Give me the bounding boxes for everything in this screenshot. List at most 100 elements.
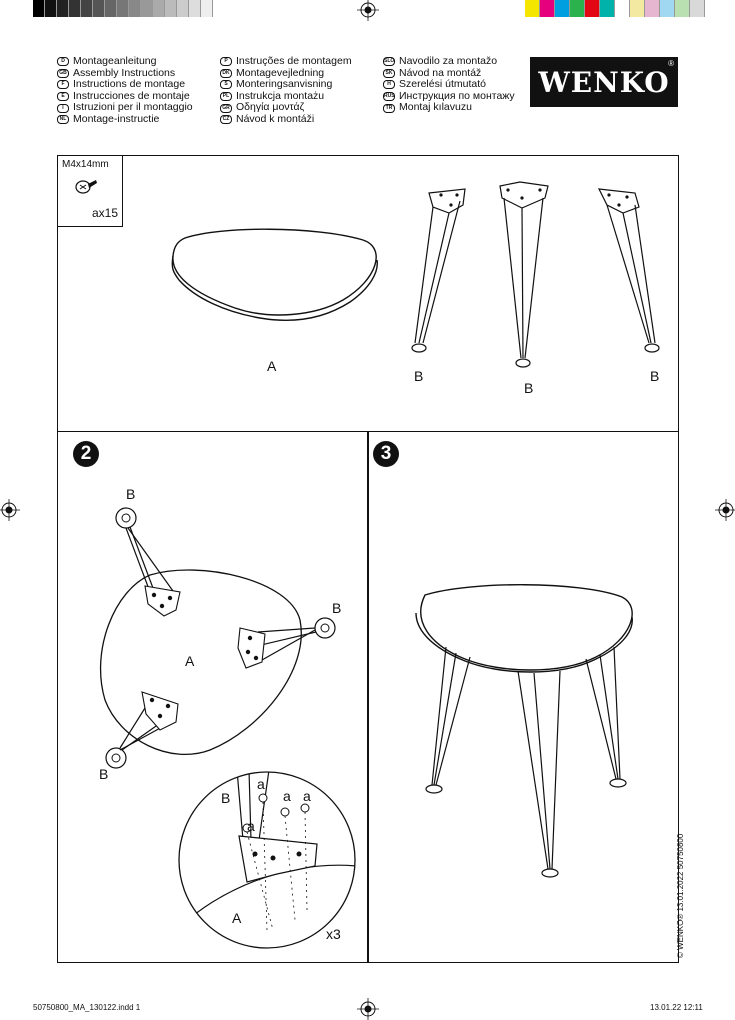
detail-label-A: A: [232, 910, 242, 926]
language-code-badge: E: [57, 92, 69, 102]
step-2-number: 2: [73, 441, 99, 467]
color-swatch: [105, 0, 117, 17]
language-title: Οδηγία μοντάζ: [236, 101, 305, 114]
detail-zoom-circle: [178, 771, 356, 949]
language-row: F Instructions de montage: [57, 79, 193, 91]
color-swatch: [615, 0, 630, 17]
color-swatch: [201, 0, 213, 17]
color-swatch: [555, 0, 570, 17]
language-code-badge: TR: [383, 103, 395, 113]
screw-qty-label: ax15: [92, 206, 119, 220]
logo-text: WENKO: [538, 65, 670, 99]
color-swatch: [645, 0, 660, 17]
detail-multiplier: x3: [326, 926, 341, 942]
color-swatch: [189, 0, 201, 17]
language-title: Navodilo za montažo: [399, 55, 498, 67]
language-row: TR Montaj kılavuzu: [383, 102, 515, 114]
language-row: P Instruções de montagem: [220, 55, 352, 68]
screw-box: [57, 155, 123, 227]
leg-illustration-3: [597, 188, 660, 353]
wenko-logo: WENKO ®: [530, 57, 678, 107]
color-swatch: [525, 0, 540, 17]
language-row: SK Návod na montáž: [383, 66, 515, 80]
grayscale-bar: [33, 0, 213, 17]
color-swatch: [675, 0, 690, 17]
color-swatch: [33, 0, 45, 17]
assembled-table-illustration: [415, 584, 633, 878]
language-code-badge: GR: [220, 103, 232, 113]
color-swatch: [117, 0, 129, 17]
color-swatch: [141, 0, 153, 17]
part-label-A: A: [267, 358, 277, 374]
language-title: Návod k montáži: [236, 112, 315, 125]
leg-illustration-1: [411, 188, 466, 353]
color-swatch: [153, 0, 165, 17]
part-label-B-1: B: [414, 368, 424, 384]
color-swatch: [570, 0, 585, 17]
language-title: Инструкция по монтажу: [399, 89, 515, 102]
language-row: DK Montagevejledning: [220, 66, 352, 80]
color-swatch: [81, 0, 93, 17]
step-2-label-A: A: [185, 653, 195, 669]
tabletop-illustration: [171, 228, 378, 321]
color-swatch: [690, 0, 705, 17]
language-code-badge: H: [383, 80, 395, 90]
copyright-vertical: © WENKO® 13.01.2022 50750800: [676, 833, 685, 958]
color-swatch: [69, 0, 81, 17]
language-row: SLO Navodilo za montažo: [383, 55, 515, 68]
step-2-label-B-right: B: [332, 600, 342, 616]
language-row: CZ Návod k montáži: [220, 112, 352, 126]
language-code-badge: DK: [220, 68, 232, 78]
language-title: Istruzioni per il montaggio: [73, 101, 193, 114]
color-bar: [525, 0, 705, 17]
color-swatch: [57, 0, 69, 17]
language-title: Assembly Instructions: [73, 66, 176, 79]
language-title: Instructions de montage: [73, 78, 186, 91]
language-code-badge: CZ: [220, 115, 232, 125]
color-swatch: [540, 0, 555, 17]
language-code-badge: RUS: [383, 92, 395, 102]
language-code-badge: NL: [57, 115, 69, 125]
detail-label-a-3: a: [303, 788, 311, 804]
detail-label-a-2: a: [283, 788, 291, 804]
language-code-badge: F: [57, 80, 69, 90]
part-label-B-3: B: [650, 368, 660, 384]
detail-label-a-1: a: [257, 776, 265, 792]
language-code-badge: SK: [383, 68, 395, 78]
language-title: Instrucciones de montaje: [73, 89, 190, 102]
language-row: NL Montage-instructie: [57, 112, 193, 126]
language-code-badge: PL: [220, 92, 232, 102]
language-code-badge: GB: [57, 68, 69, 78]
part-label-B-2: B: [524, 380, 534, 396]
color-swatch: [630, 0, 645, 17]
language-code-badge: SLO: [383, 57, 395, 67]
color-swatch: [600, 0, 615, 17]
registration-mark-right: [715, 499, 735, 521]
footer-file: 50750800_MA_130122.indd 1: [33, 1003, 141, 1012]
detail-label-a-4: a: [247, 818, 255, 834]
language-title: Instruções de montagem: [236, 55, 352, 67]
logo-registered-mark: ®: [668, 59, 675, 68]
language-title: Montagevejledning: [236, 66, 325, 79]
language-code-badge: P: [220, 57, 232, 67]
language-row: RUS Инструкция по монтажу: [383, 89, 515, 103]
language-row: GR Οδηγία μοντάζ: [220, 102, 352, 114]
step-3-number: 3: [373, 441, 399, 467]
screw-icon: [75, 180, 97, 194]
step-2-label-B-top: B: [126, 486, 136, 502]
language-title: Návod na montáž: [399, 66, 482, 79]
language-title: Montage-instructie: [73, 112, 160, 125]
language-row: E Instrucciones de montaje: [57, 89, 193, 103]
detail-label-B: B: [221, 790, 231, 806]
language-title: Montaj kılavuzu: [399, 101, 472, 114]
language-title: Monteringsanvisning: [236, 78, 333, 91]
color-swatch: [660, 0, 675, 17]
language-code-badge: D: [57, 57, 69, 67]
